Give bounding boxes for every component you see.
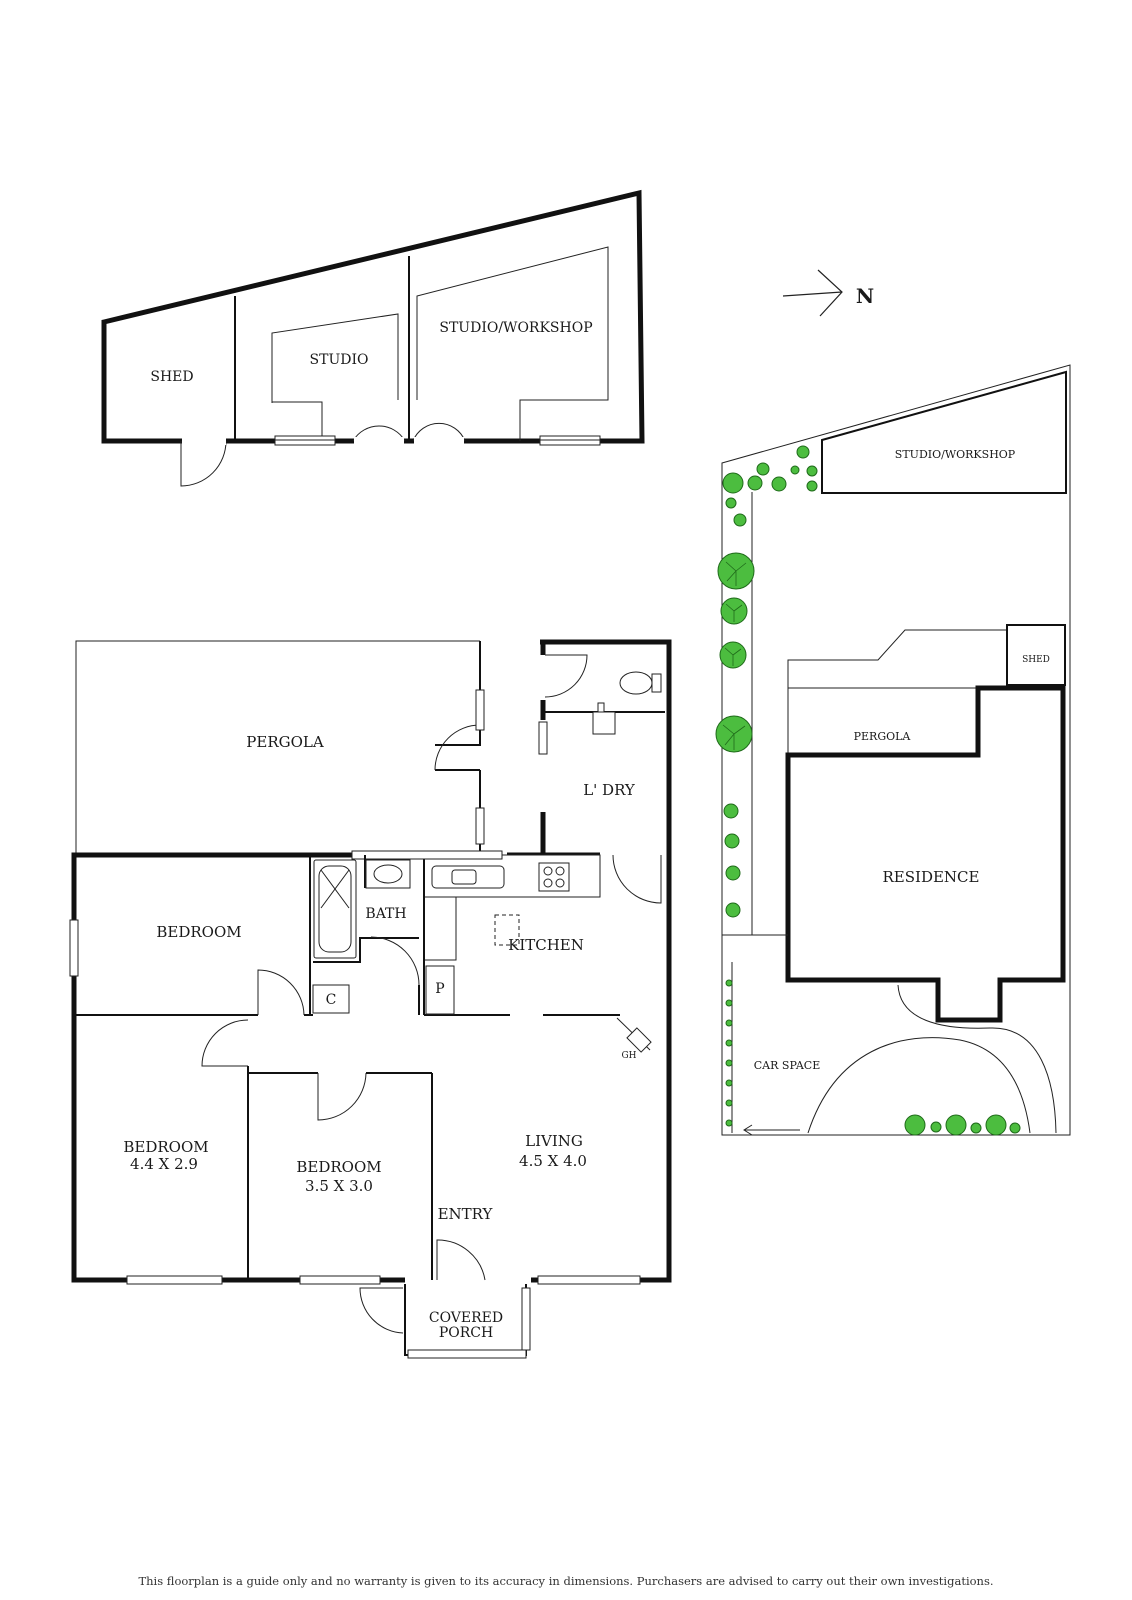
tree-icon: [733, 513, 747, 527]
studio-label: STUDIO: [310, 352, 369, 368]
living-label: LIVING: [525, 1132, 583, 1150]
laundry-tub-icon: [592, 711, 616, 735]
tree-icon: [725, 1039, 733, 1047]
shed-door-swing: [180, 440, 227, 487]
site-car-space-label: CAR SPACE: [754, 1059, 820, 1072]
tree-icon: [725, 865, 741, 881]
entry-label: ENTRY: [438, 1205, 494, 1223]
site-studio-workshop: [821, 370, 1067, 494]
workshop-door-swing: [412, 422, 466, 442]
bedroom-3-size: 3.5 X 3.0: [305, 1177, 373, 1195]
bedroom-1-label: BEDROOM: [156, 923, 241, 941]
tree-icon: [930, 1121, 942, 1133]
tree-icon: [725, 1099, 733, 1107]
studio-door-swing: [352, 425, 406, 442]
pergola-outline: [75, 640, 480, 855]
site-pergola-label: PERGOLA: [854, 730, 912, 743]
site-boundary: [721, 364, 1071, 1136]
site-residence: [785, 685, 1066, 1023]
tree-icon: [904, 1114, 926, 1136]
toilet-icon: [619, 671, 653, 695]
tree-icon: [806, 465, 818, 477]
site-trees: [715, 445, 1021, 1136]
tree-icon: [790, 465, 800, 475]
bedroom-2-window: [126, 1275, 223, 1285]
cupboard-box: [312, 984, 350, 1014]
bedroom-2-label: BEDROOM: [123, 1138, 208, 1156]
tree-icon: [725, 1019, 733, 1027]
tree-icon: [806, 480, 818, 492]
outbuilding-outline: [101, 189, 645, 444]
cupboard-label: C: [326, 992, 337, 1008]
tree-icon: [725, 497, 737, 509]
tree-icon: [724, 833, 740, 849]
site-plan: STUDIO/WORKSHOP SHED PERGOLA RESIDENCE C…: [715, 364, 1071, 1136]
north-label: N: [856, 284, 874, 308]
house-left-wall: [71, 852, 422, 1283]
tree-icon: [725, 1119, 733, 1127]
disclaimer-text: This floorplan is a guide only and no wa…: [138, 1574, 994, 1588]
tree-icon: [722, 472, 744, 494]
gas-heater-icon: [616, 1017, 652, 1053]
tree-icon: [725, 902, 741, 918]
bath-label: BATH: [365, 906, 406, 922]
tree-icon: [796, 445, 810, 459]
driveway-line: [897, 984, 1057, 1134]
cooktop-icon: [538, 862, 570, 892]
house-plan: PERGOLA L' DRY BEDROOM BATH C P KITCHEN …: [69, 639, 672, 1359]
site-studio-workshop-label: STUDIO/WORKSHOP: [895, 448, 1016, 461]
tree-icon: [771, 476, 787, 492]
laundry-label: L' DRY: [583, 781, 636, 799]
shed-label: SHED: [150, 369, 193, 385]
north-arrow: N: [782, 269, 874, 317]
north-arrow-icon: [782, 291, 843, 297]
bedroom-1-window: [69, 919, 79, 977]
tree-icon: [725, 979, 733, 987]
tree-icon: [756, 462, 770, 476]
driveway-arrow-icon: [743, 1124, 753, 1136]
house-right-wall: [531, 639, 672, 1283]
site-shed: [1006, 624, 1066, 686]
bedroom-3-window: [299, 1275, 381, 1285]
tree-icon: [723, 803, 739, 819]
tree-icon: [725, 1059, 733, 1067]
bedroom-3-label: BEDROOM: [296, 1158, 381, 1176]
porch-label-line1: COVERED: [429, 1310, 503, 1326]
tree-icon: [725, 999, 733, 1007]
tree-icon: [725, 1079, 733, 1087]
tree-icon: [1009, 1122, 1021, 1134]
kitchen-island-outline: [494, 914, 520, 946]
studio-inner-line: [271, 313, 399, 403]
pergola-label: PERGOLA: [246, 733, 324, 751]
workshop-inner-line: [416, 246, 609, 441]
site-shed-label: SHED: [1022, 655, 1050, 665]
living-window: [537, 1275, 641, 1285]
porch-label-line2: PORCH: [439, 1325, 493, 1341]
studio-workshop-label: STUDIO/WORKSHOP: [439, 320, 592, 336]
tree-icon: [970, 1122, 982, 1134]
living-size: 4.5 X 4.0: [519, 1152, 587, 1170]
outbuilding-plan: SHED STUDIO STUDIO/WORKSHOP: [101, 189, 645, 487]
bedroom-2-size: 4.4 X 2.9: [130, 1155, 198, 1173]
tree-icon: [945, 1114, 967, 1136]
gas-heater-label: GH: [621, 1051, 636, 1061]
studio-inner-step: [272, 401, 323, 441]
kitchen-label: KITCHEN: [508, 936, 584, 954]
site-residence-label: RESIDENCE: [883, 868, 980, 886]
pantry-box: [425, 965, 455, 1015]
tree-icon: [985, 1114, 1007, 1136]
tree-icon: [747, 475, 763, 491]
site-pergola: [787, 687, 979, 756]
pantry-label: P: [435, 981, 444, 997]
